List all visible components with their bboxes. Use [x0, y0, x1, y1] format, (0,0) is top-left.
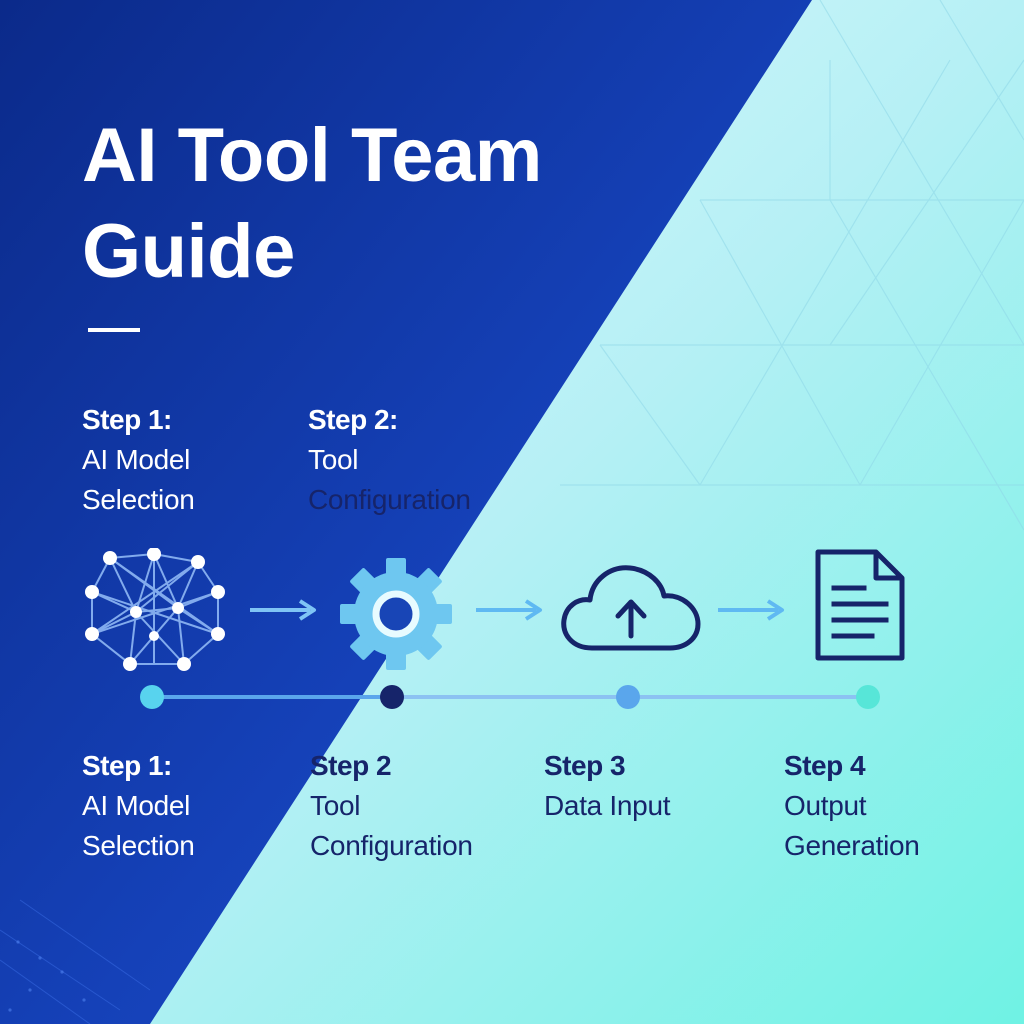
- title-line-1: AI Tool Team: [82, 113, 542, 198]
- document-icon: [815, 549, 905, 661]
- page-title: AI Tool Team Guide: [82, 108, 702, 300]
- network-icon: [85, 548, 225, 671]
- bottom-step-4-line2: Generation: [784, 830, 920, 861]
- title-divider: [88, 328, 140, 332]
- bottom-step-1-line2: Selection: [82, 830, 195, 861]
- bottom-step-2-line1: Tool: [310, 790, 361, 821]
- top-step-1-line1: AI Model: [82, 444, 191, 475]
- bottom-step-4-label: Step 4 Output Generation: [784, 746, 920, 866]
- top-step-2-line2: Configuration: [308, 484, 471, 515]
- bottom-step-2-heading: Step 2: [310, 750, 392, 781]
- top-step-2-label: Step 2: Tool Configuration: [308, 400, 471, 520]
- bottom-step-1-line1: AI Model: [82, 790, 191, 821]
- top-step-1-heading: Step 1:: [82, 404, 172, 435]
- title-line-2: Guide: [82, 209, 295, 294]
- arrow-right-icon: [476, 599, 542, 621]
- arrow-right-icon: [250, 599, 316, 621]
- bottom-step-4-line1: Output: [784, 790, 867, 821]
- bottom-step-3-heading: Step 3: [544, 750, 626, 781]
- gear-icon: [340, 558, 452, 670]
- bottom-step-2-line2: Configuration: [310, 830, 473, 861]
- arrow-right-icon: [718, 599, 784, 621]
- bottom-step-1-label: Step 1: AI Model Selection: [82, 746, 195, 866]
- top-step-1-label: Step 1: AI Model Selection: [82, 400, 195, 520]
- bottom-step-4-heading: Step 4: [784, 750, 866, 781]
- bottom-step-1-heading: Step 1:: [82, 750, 172, 781]
- top-step-2-line1: Tool: [308, 444, 359, 475]
- bottom-step-3-label: Step 3 Data Input: [544, 746, 671, 826]
- top-step-2-heading: Step 2:: [308, 404, 398, 435]
- top-step-1-line2: Selection: [82, 484, 195, 515]
- cloud-upload-icon: [561, 565, 701, 651]
- bottom-step-3-line1: Data Input: [544, 790, 671, 821]
- bottom-step-2-label: Step 2 Tool Configuration: [310, 746, 473, 866]
